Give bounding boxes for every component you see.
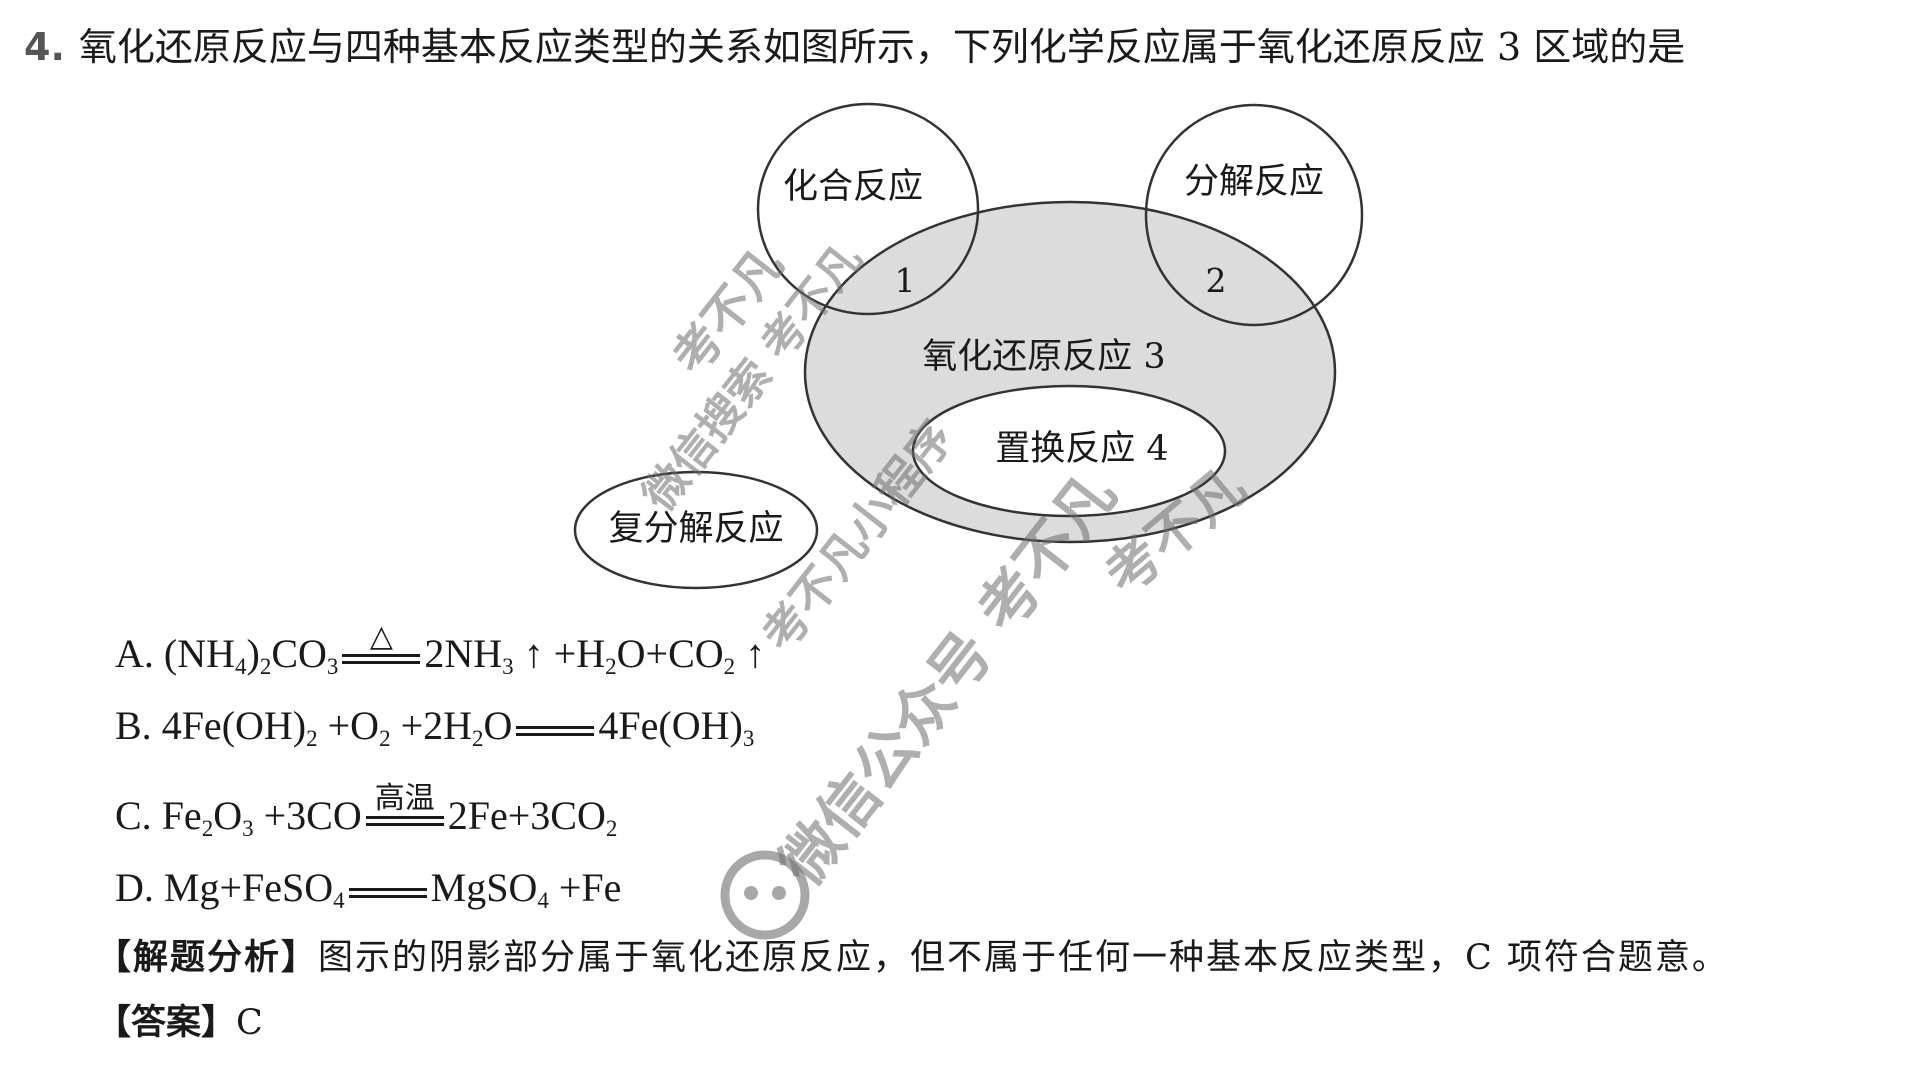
analysis-tag: 【解题分析】 [96, 938, 319, 978]
region-1-label: 1 [895, 261, 916, 300]
question-stem: 4. 氧化还原反应与四种基本反应类型的关系如图所示，下列化学反应属于氧化还原反应 … [24, 22, 1914, 72]
region-2-label: 2 [1206, 261, 1227, 300]
question-text: 氧化还原反应与四种基本反应类型的关系如图所示，下列化学反应属于氧化还原反应 3 … [78, 25, 1686, 69]
option-c-rhs: 2Fe+3CO2 [447, 793, 618, 841]
option-a-lhs: (NH4)2CO3 [163, 631, 339, 679]
combination-label: 化合反应 [783, 167, 923, 207]
answer-value: C [236, 1003, 263, 1043]
reaction-equals [512, 702, 598, 750]
double-decomposition-label: 复分解反应 [608, 509, 783, 549]
combination-circle [756, 102, 980, 316]
reaction-equals-high-temp: 高温 [362, 784, 448, 840]
double-decomposition-ellipse [573, 470, 819, 590]
decomposition-circle [1144, 103, 1364, 327]
option-b-lhs: 4Fe(OH)2 +O2 +2H2O [161, 703, 513, 751]
displacement-ellipse [911, 384, 1227, 518]
reaction-equals [345, 864, 431, 912]
option-c-label: C. [115, 793, 152, 838]
option-b: B. 4Fe(OH)2 +O2 +2H2O 4Fe(OH)3 [115, 702, 754, 763]
answer-tag: 【答案】 [96, 1003, 237, 1043]
question-number: 4. [24, 25, 65, 69]
solution-analysis: 【解题分析】图示的阴影部分属于氧化还原反应，但不属于任何一种基本反应类型，C 项… [96, 935, 1729, 981]
option-d-label: D. [115, 865, 154, 910]
option-b-rhs: 4Fe(OH)3 [598, 703, 755, 751]
option-d-rhs: MgSO4 +Fe [430, 865, 622, 913]
option-d: D. Mg+FeSO4 MgSO4 +Fe [115, 864, 621, 925]
option-b-label: B. [115, 703, 152, 748]
redox-label: 氧化还原反应 3 [922, 337, 1165, 377]
option-a-label: A. [115, 631, 154, 676]
reaction-equals-heat: △ [338, 622, 424, 678]
decomposition-label: 分解反应 [1184, 162, 1324, 202]
wechat-icon [720, 850, 810, 940]
displacement-label: 置换反应 4 [995, 429, 1168, 469]
option-a-rhs: 2NH3 ↑ +H2O+CO2 ↑ [424, 631, 766, 679]
analysis-text: 图示的阴影部分属于氧化还原反应，但不属于任何一种基本反应类型，C 项符合题意。 [318, 938, 1729, 978]
option-d-lhs: Mg+FeSO4 [163, 865, 345, 913]
option-a: A. (NH4)2CO3△2NH3 ↑ +H2O+CO2 ↑ [115, 622, 766, 691]
option-c-lhs: Fe2O3 +3CO [161, 793, 362, 841]
answer: 【答案】C [96, 1000, 263, 1046]
